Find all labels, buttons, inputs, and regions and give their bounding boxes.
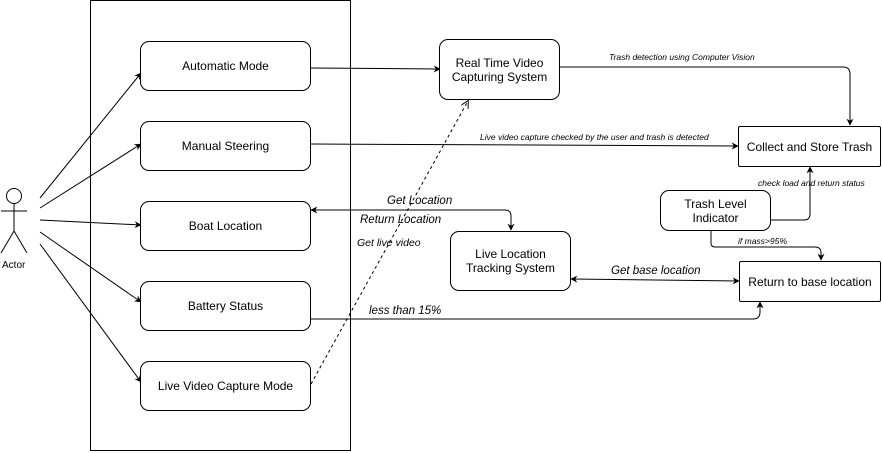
usecase-automatic-mode[interactable]: Automatic Mode — [140, 41, 311, 91]
edge-boat-location-live — [310, 206, 515, 231]
system-live-location[interactable]: Live Location Tracking System — [450, 231, 571, 291]
usecase-boat-location[interactable]: Boat Location — [140, 201, 311, 251]
usecase-manual-steering[interactable]: Manual Steering — [140, 121, 311, 171]
label-get-location: Get Location — [387, 195, 453, 207]
connectors — [310, 65, 854, 385]
edge-battery-to-return — [311, 301, 764, 320]
label-live-video-checked: Live video capture checked by the user a… — [480, 132, 709, 142]
system-trash-level[interactable]: Trash Level Indicator — [660, 190, 771, 231]
actor-associations — [39, 72, 142, 383]
system-collect-store[interactable]: Collect and Store Trash — [738, 126, 881, 167]
edge-level-to-return — [710, 231, 825, 261]
label-get-live-video: Get live video — [357, 237, 421, 249]
label-return-location: Return Location — [360, 214, 442, 226]
label-if-mass: if mass>95% — [738, 236, 787, 246]
label-less-than: less than 15% — [369, 305, 442, 317]
edge-level-to-collect — [771, 166, 814, 221]
system-real-time-video[interactable]: Real Time Video Capturing System — [439, 39, 560, 100]
label-trash-detection: Trash detection using Computer Vision — [609, 52, 755, 62]
actor-figure — [0, 188, 28, 254]
usecase-live-video-capture-mode[interactable]: Live Video Capture Mode — [140, 361, 311, 411]
actor-label: Actor — [2, 260, 26, 271]
edge-video-to-collect — [560, 66, 854, 126]
label-get-base-location: Get base location — [611, 265, 701, 277]
label-check-load: check load and return status — [758, 178, 865, 188]
edge-live-to-return — [570, 275, 740, 285]
usecase-battery-status[interactable]: Battery Status — [140, 281, 311, 331]
system-return-base[interactable]: Return to base location — [739, 261, 881, 302]
edge-manual-to-collect — [310, 142, 739, 150]
edge-automatic-to-video — [310, 65, 441, 73]
